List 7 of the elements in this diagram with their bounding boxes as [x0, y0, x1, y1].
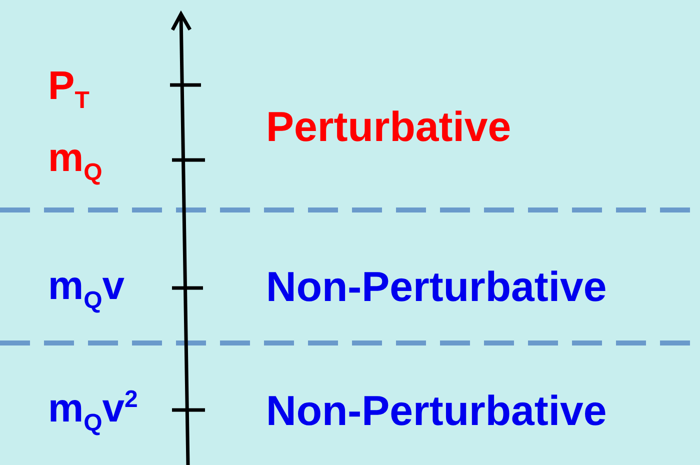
region-label: Non-Perturbative	[266, 390, 607, 432]
region-label: Non-Perturbative	[266, 266, 607, 308]
scale-label: m$_{Q}$v$^{2}$	[48, 388, 138, 436]
region-label: Perturbative	[266, 106, 512, 148]
scale-label: P$_{T}$	[48, 66, 90, 113]
scale-label: m$_{Q}$v	[48, 266, 124, 313]
scale-label: m$_{Q}$	[48, 138, 102, 185]
